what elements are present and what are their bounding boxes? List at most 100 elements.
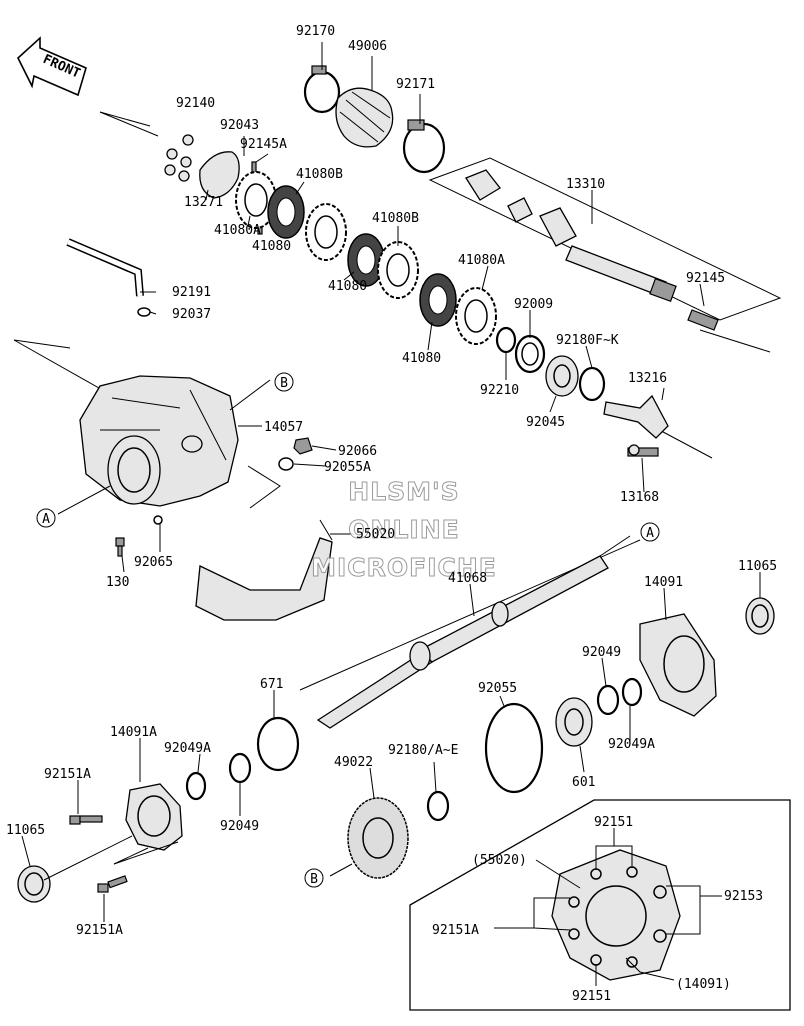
label-92049-1: 92049 xyxy=(582,645,621,660)
seal-92049A-2[interactable] xyxy=(185,771,207,801)
stud-13168[interactable] xyxy=(627,444,659,457)
label-11065-1: 11065 xyxy=(738,559,777,574)
label-92151A-1: 92151A xyxy=(44,767,91,782)
label-130: 130 xyxy=(106,575,129,590)
breather-hose-92191[interactable] xyxy=(66,238,144,297)
seal-92049A-1[interactable] xyxy=(621,677,643,707)
seal-11065-2[interactable] xyxy=(17,865,51,903)
label-11065-2: 11065 xyxy=(6,823,45,838)
label-92049-2: 92049 xyxy=(220,819,259,834)
clutch-plate-41080A-1[interactable] xyxy=(235,171,277,229)
front-arrow-icon: FRONT xyxy=(17,36,87,97)
label-49006: 49006 xyxy=(348,39,387,54)
housing-14091[interactable] xyxy=(639,613,717,717)
seal-11065-1[interactable] xyxy=(745,597,775,635)
label-92191: 92191 xyxy=(172,285,211,300)
label-41080B-2: 41080B xyxy=(372,211,419,226)
leader-lines xyxy=(21,42,761,986)
label-671: 671 xyxy=(260,677,283,692)
label-49022: 49022 xyxy=(334,755,373,770)
label-92037: 92037 xyxy=(172,307,211,322)
oring-92055[interactable] xyxy=(484,702,544,794)
callout-b-top: B xyxy=(274,372,294,392)
seal-92009[interactable] xyxy=(514,334,546,374)
callout-b-bottom: B xyxy=(304,868,324,888)
friction-disc-41080-3[interactable] xyxy=(419,273,457,327)
callout-a-top: A xyxy=(640,522,660,542)
balls-92140[interactable] xyxy=(164,134,194,182)
label-41080A-2: 41080A xyxy=(458,253,505,268)
washer-92065[interactable] xyxy=(153,515,163,525)
label-92043: 92043 xyxy=(220,118,259,133)
shim-92180A-E[interactable] xyxy=(426,790,450,822)
clutch-plate-41080B-1[interactable] xyxy=(305,203,347,261)
bearing-92045[interactable] xyxy=(545,355,579,397)
bolt-130[interactable] xyxy=(115,537,125,557)
label-14057: 14057 xyxy=(264,420,303,435)
label-92045: 92045 xyxy=(526,415,565,430)
pinion-13216[interactable] xyxy=(603,394,669,439)
oring-92037[interactable] xyxy=(137,307,151,317)
bracket-55020[interactable] xyxy=(195,519,333,621)
label-55020: 55020 xyxy=(356,527,395,542)
label-92140: 92140 xyxy=(176,96,215,111)
watermark: HLSM'S ONLINE MICROFICHE xyxy=(311,477,497,583)
label-41068: 41068 xyxy=(448,571,487,586)
seal-92049-2[interactable] xyxy=(228,752,252,784)
label-41080-2: 41080 xyxy=(328,279,367,294)
label-92066: 92066 xyxy=(338,444,377,459)
label-55020-inset: (55020) xyxy=(472,853,527,868)
label-92153: 92153 xyxy=(724,889,763,904)
plate-13271[interactable] xyxy=(199,151,240,199)
label-92151-1: 92151 xyxy=(594,815,633,830)
label-13310: 13310 xyxy=(566,177,605,192)
svg-text:A: A xyxy=(42,512,50,527)
housing-14091A[interactable] xyxy=(125,783,183,851)
clutch-plate-41080A-2[interactable] xyxy=(455,287,497,345)
bolt-92151A-2[interactable] xyxy=(97,875,128,893)
clamp-92170[interactable] xyxy=(303,65,341,114)
label-14091: 14091 xyxy=(644,575,683,590)
friction-disc-41080-1[interactable] xyxy=(267,185,305,239)
label-92170: 92170 xyxy=(296,24,335,39)
friction-disc-41080-2[interactable] xyxy=(347,233,385,287)
label-14091A: 14091A xyxy=(110,725,157,740)
label-41080-3: 41080 xyxy=(402,351,441,366)
label-92151A-3: 92151A xyxy=(432,923,479,938)
part-labels: 92170 49006 92171 92140 92043 92145A 410… xyxy=(6,24,777,1004)
oring-671[interactable] xyxy=(256,716,300,772)
oring-92210[interactable] xyxy=(495,326,517,354)
ring-gear-49022[interactable] xyxy=(347,797,409,879)
drive-shaft-41068[interactable] xyxy=(316,555,609,729)
boot-49006[interactable] xyxy=(335,87,394,148)
bearing-601[interactable] xyxy=(555,697,593,747)
label-92055A: 92055A xyxy=(324,460,371,475)
label-14091-inset: (14091) xyxy=(676,977,731,992)
label-601: 601 xyxy=(572,775,595,790)
svg-text:A: A xyxy=(646,526,654,541)
propeller-shaft-13310[interactable] xyxy=(465,169,677,303)
label-13271: 13271 xyxy=(184,195,223,210)
bolt-92151A-1[interactable] xyxy=(69,815,103,825)
gasket-92055A[interactable] xyxy=(278,457,294,471)
label-92055: 92055 xyxy=(478,681,517,696)
bolt-92145[interactable] xyxy=(687,309,719,331)
label-13168: 13168 xyxy=(620,490,659,505)
label-13216: 13216 xyxy=(628,371,667,386)
watermark-line-3: MICROFICHE xyxy=(311,553,497,582)
label-92049A-2: 92049A xyxy=(164,741,211,756)
shim-92180F-K[interactable] xyxy=(578,366,606,402)
seal-92049-1[interactable] xyxy=(596,684,620,716)
label-41080B-1: 41080B xyxy=(296,167,343,182)
callout-a-left: A xyxy=(36,508,56,528)
label-92145A: 92145A xyxy=(240,137,287,152)
label-92049A-1: 92049A xyxy=(608,737,655,752)
label-92145: 92145 xyxy=(686,271,725,286)
plug-92066[interactable] xyxy=(293,437,313,455)
clamp-92171[interactable] xyxy=(402,119,446,174)
gear-case-14057[interactable] xyxy=(79,375,239,507)
inset-box xyxy=(409,799,791,1011)
clutch-plate-41080B-2[interactable] xyxy=(377,241,419,299)
label-41080-1: 41080 xyxy=(252,239,291,254)
svg-text:B: B xyxy=(280,376,288,391)
